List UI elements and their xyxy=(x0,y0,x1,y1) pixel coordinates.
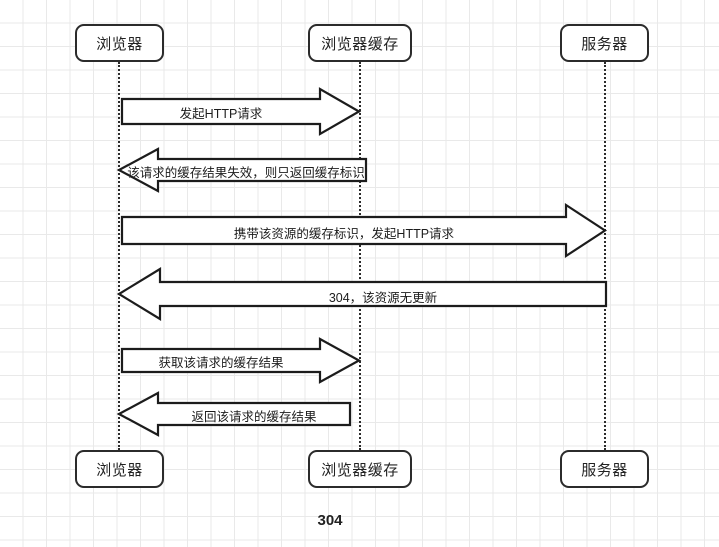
message-arrow-5[interactable]: 获取该请求的缓存结果 xyxy=(120,337,362,384)
message-arrow-3[interactable]: 携带该资源的缓存标识，发起HTTP请求 xyxy=(120,202,608,259)
participant-label: 浏览器缓存 xyxy=(321,461,399,479)
participant-label: 服务器 xyxy=(581,461,628,479)
participant-box-server-top[interactable]: 服务器 xyxy=(560,24,649,62)
participant-label: 浏览器 xyxy=(96,35,143,53)
participant-box-server-bottom[interactable]: 服务器 xyxy=(560,450,649,488)
participant-label: 浏览器 xyxy=(96,461,143,479)
participant-box-browser-bottom[interactable]: 浏览器 xyxy=(75,450,164,488)
participant-label: 服务器 xyxy=(581,35,628,53)
lifeline-server xyxy=(604,62,606,450)
participant-box-browser-top[interactable]: 浏览器 xyxy=(75,24,164,62)
participant-label: 浏览器缓存 xyxy=(321,35,399,53)
diagram-caption: 304 xyxy=(317,512,343,529)
participant-box-browser-cache-top[interactable]: 浏览器缓存 xyxy=(308,24,412,62)
message-arrow-4[interactable]: 304，该资源无更新 xyxy=(116,267,608,321)
message-arrow-6[interactable]: 返回该请求的缓存结果 xyxy=(116,391,352,437)
lifeline-browser xyxy=(118,62,120,450)
message-arrow-1[interactable]: 发起HTTP请求 xyxy=(120,87,362,136)
message-arrow-2[interactable]: 该请求的缓存结果失效，则只返回缓存标识 xyxy=(116,147,368,193)
participant-box-browser-cache-bottom[interactable]: 浏览器缓存 xyxy=(308,450,412,488)
lifeline-browser-cache xyxy=(359,62,361,450)
